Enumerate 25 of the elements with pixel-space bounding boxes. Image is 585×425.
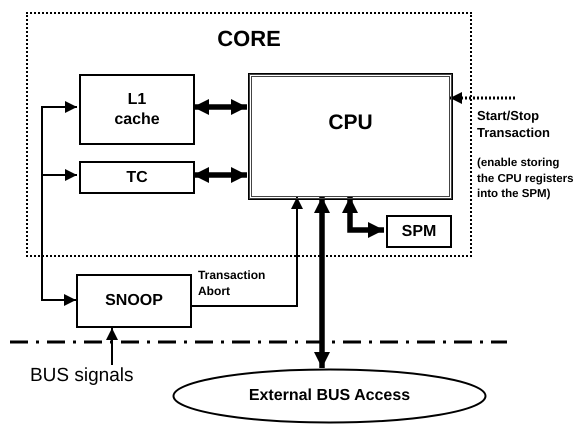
arrow	[193, 99, 247, 115]
process-box	[386, 215, 452, 248]
arrow	[192, 197, 303, 307]
node-label: TC	[125, 168, 149, 188]
note-text: (enable storing the CPU registers into the SPM)	[477, 156, 575, 202]
node-label: External BUS Access	[248, 386, 412, 406]
processor-box	[249, 74, 452, 199]
arrow	[314, 197, 330, 368]
process-box	[79, 74, 195, 145]
arrow	[450, 92, 515, 104]
process-box	[76, 274, 192, 328]
bus-ellipse	[172, 368, 487, 424]
node-label: SNOOP	[104, 291, 164, 311]
arrow	[193, 167, 247, 183]
signal-text: BUS signals	[30, 364, 134, 388]
core-region	[26, 12, 472, 257]
edge-label: Transaction Abort	[198, 268, 266, 300]
node-label: SPM	[400, 222, 438, 242]
arrow	[106, 328, 118, 365]
edge-label: Start/Stop Transaction	[477, 108, 551, 142]
arrow	[342, 197, 384, 238]
node-label: CPU	[327, 109, 374, 136]
region-title: CORE	[216, 26, 282, 52]
process-box	[79, 161, 195, 194]
node-label: L1 cache	[113, 90, 161, 130]
